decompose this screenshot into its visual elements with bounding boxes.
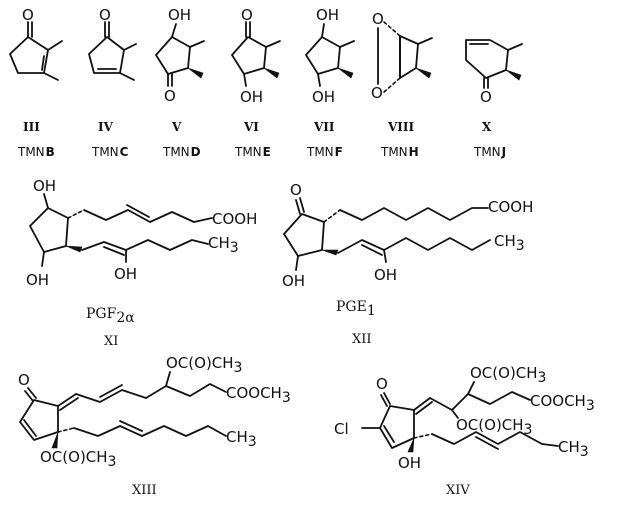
structure-V: OH O — [155, 6, 205, 105]
atom-COOCH3: COOCH3 — [530, 392, 595, 414]
label-tmn-H: TMNH — [380, 145, 419, 159]
atom-O: O — [371, 84, 383, 102]
structure-IV: O — [88, 6, 137, 81]
atom-CH3: CH3 — [208, 234, 239, 256]
atom-OCOCH3: OC(O)CH3 — [470, 364, 546, 386]
label-roman-X: X — [482, 120, 492, 134]
structure-XII: O OH COOH OH CH3 — [282, 181, 533, 290]
atom-OH: OH — [240, 88, 263, 106]
label-tmn-B: TMNB — [17, 145, 55, 159]
atom-OH: OH — [168, 6, 191, 24]
label-roman-VII: VII — [313, 120, 335, 134]
atom-O: O — [241, 6, 253, 24]
label-tmn-C: TMNC — [91, 145, 129, 159]
atom-OCOCH3: OC(O)CH3 — [40, 448, 116, 470]
atom-OCOCH3: OC(O)CH3 — [166, 354, 242, 376]
atom-COOH: COOH — [488, 198, 533, 216]
atom-CH3: CH3 — [226, 428, 257, 450]
label-roman-IV: IV — [98, 120, 114, 134]
label-tmn-F: TMNF — [306, 145, 343, 159]
structure-III: O — [9, 6, 63, 81]
atom-OH: OH — [398, 454, 421, 472]
atom-O: O — [18, 371, 30, 389]
atom-O: O — [376, 375, 388, 393]
atom-OH: OH — [282, 272, 305, 290]
atom-OH: OH — [316, 6, 339, 24]
label-roman-V: V — [171, 120, 182, 134]
atom-CH3: CH3 — [558, 438, 589, 460]
atom-OCOCH3: OC(O)CH3 — [456, 416, 532, 438]
structure-VIII: O O — [371, 10, 433, 102]
atom-OH: OH — [312, 88, 335, 106]
label-tmn-J: TMNJ — [473, 145, 506, 159]
compound-name-PGE1: PGE1 — [336, 299, 376, 319]
atom-OH: OH — [114, 265, 137, 283]
label-roman-III: III — [23, 120, 40, 134]
atom-OH: OH — [33, 177, 56, 195]
label-roman-XII: XII — [352, 332, 372, 347]
atom-OH: OH — [374, 266, 397, 284]
atom-CH3: CH3 — [494, 232, 525, 254]
label-roman-XI: XI — [104, 334, 118, 349]
label-tmn-E: TMNE — [234, 145, 271, 159]
atom-OH: OH — [26, 271, 49, 289]
atom-O: O — [290, 181, 302, 199]
atom-COOH: COOH — [212, 210, 257, 228]
label-roman-VI: VI — [243, 120, 259, 134]
structure-VII: OH OH — [305, 6, 355, 106]
atom-O: O — [480, 88, 492, 106]
compound-name-PGF2a: PGF2α — [86, 306, 135, 326]
structure-XIV: O Cl OC(O)CH3 OC(O)CH3 COOCH3 CH3 OH — [334, 364, 595, 472]
atom-Cl: Cl — [334, 420, 349, 438]
atom-O: O — [164, 87, 176, 105]
atom-COOCH3: COOCH3 — [226, 384, 291, 406]
structure-VI: O OH — [231, 6, 281, 106]
label-roman-VIII: VIII — [387, 120, 415, 134]
structure-X: O — [465, 39, 523, 106]
label-tmn-D: TMND — [162, 145, 201, 159]
structure-XIII: O OC(O)CH3 COOCH3 CH3 OC(O)CH3 — [18, 354, 291, 470]
atom-O: O — [372, 10, 384, 28]
label-roman-XIII: XIII — [132, 483, 157, 498]
label-roman-XIV: XIV — [446, 483, 470, 498]
structure-XI: OH OH COOH OH CH3 — [26, 177, 257, 289]
atom-O: O — [99, 6, 111, 24]
atom-O: O — [22, 6, 34, 24]
